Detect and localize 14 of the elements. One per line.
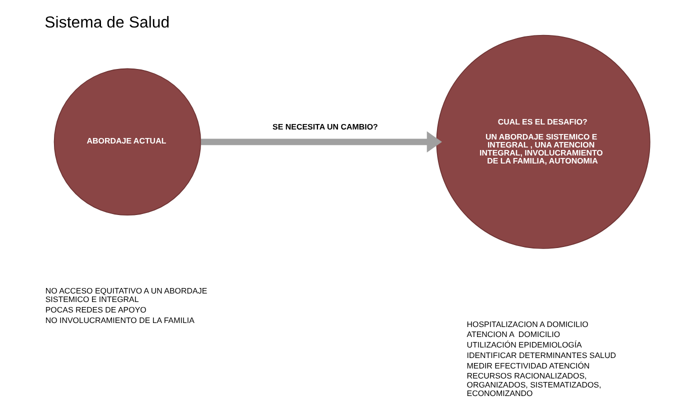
edge-label: SE NECESITA UN CAMBIO? [272, 122, 378, 132]
node-label: RECURSOS RACIONALIZADOS, ORGANIZADOS, SISTEMATIZADOS, ECONOMIZANDO [466, 372, 601, 398]
node-circle: CUAL ES EL DESAFIO? UN ABORDAJE SISTEMICO E INTEGRAL , UNA ATENCION INTEGRAL, INVOLUCRAMIENTO DE LA FAMILIA, AUTONOMIA [436, 34, 650, 249]
arrow [200, 131, 442, 152]
node-label: ATENCION A DOMICILIO [466, 330, 560, 340]
node-label: NO ACCESO EQUITATIVO A UN ABORDAJE SISTEMICO E INTEGRAL [44, 286, 207, 304]
diagram-title: Sistema de Salud [44, 14, 170, 32]
node-label: IDENTIFICAR DETERMINANTES SALUD [466, 350, 616, 360]
node-circle: ABORDAJE ACTUAL [53, 68, 201, 216]
node-label: NO INVOLUCRAMIENTO DE LA FAMILIA [44, 316, 194, 325]
node-label: MEDIR EFECTIVIDAD ATENCIÓN [466, 361, 590, 370]
node-label: POCAS REDES DE APOYO [44, 305, 146, 314]
node-label: UTILIZACIÓN EPIDEMIOLOGÍA [466, 340, 582, 350]
node-label: HOSPITALIZACION A DOMICILIO [466, 320, 588, 329]
